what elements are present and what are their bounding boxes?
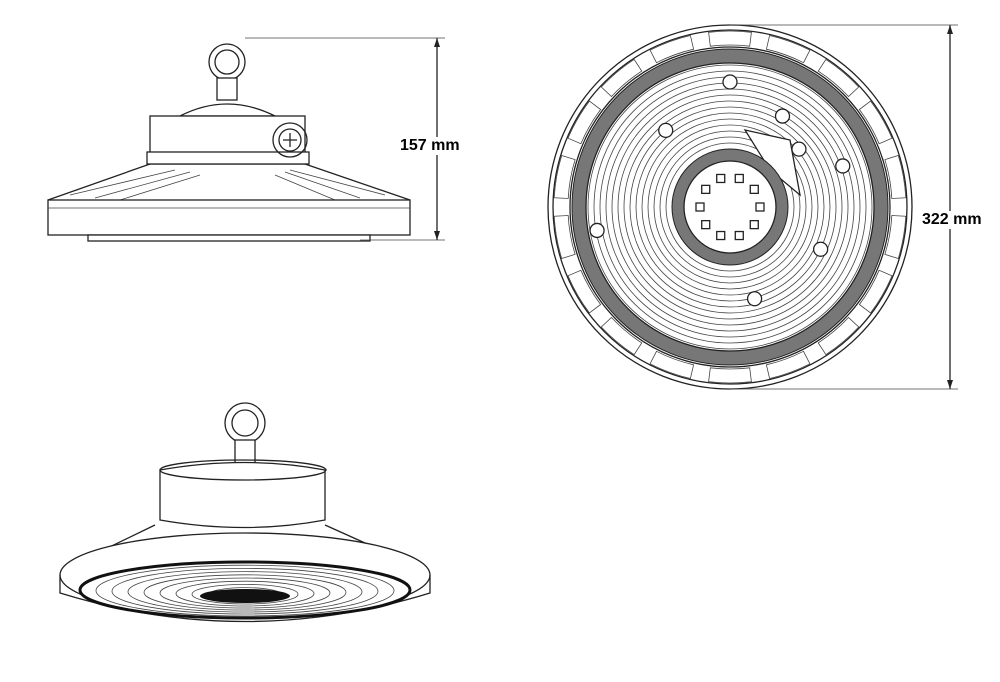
led-chip [734,173,744,184]
lens-ring [587,64,873,350]
connector [272,122,308,158]
rim-slot [649,35,695,64]
lens-ring [175,580,315,607]
rim-slot [817,58,860,98]
mount-hole [835,158,851,174]
driver-box [159,461,326,529]
diameter-dimension-label: 322 mm [920,211,984,229]
lens-ring [653,130,807,284]
led-chip [749,219,759,230]
rim-slot [765,350,811,379]
rim-slot [884,215,907,259]
led-chip [716,230,726,241]
led-chip [734,230,744,241]
lens-ring [641,118,819,296]
lens-ring [143,574,347,611]
lens-ring [647,124,813,290]
lens-ring [111,568,379,615]
mount-hole [658,122,674,139]
lens-ring [617,94,843,320]
dome [179,103,276,117]
rim-slot [600,316,643,356]
rim-slot [649,350,695,379]
rim-slot [567,100,602,145]
bottom-view [547,24,913,390]
rim-slot [708,30,752,47]
rim-slot [765,35,811,64]
lens-ring [191,584,299,605]
diameter-dimension-line [730,24,958,390]
label-plate [743,129,801,197]
led-chip [695,202,705,212]
lens-ring [659,136,801,278]
rim-slot [553,155,576,199]
mount-hole [791,141,807,157]
lens-ring [635,112,825,302]
rim-slot [884,155,907,199]
rim-slot [858,269,893,314]
led-chip [701,219,711,230]
rim-slot [858,100,893,145]
height-dimension-label: 157 mm [398,137,462,155]
eye-bolt-ring [224,402,266,444]
heatsink-flange [47,199,411,236]
lens-ring [95,564,395,617]
lens-ring [629,106,831,308]
rim-slot [817,316,860,356]
lens-ring [159,577,331,609]
led-chip [701,184,711,195]
rim-slot [567,269,602,314]
lens-ring [623,100,837,314]
lens-ring [593,70,867,344]
mount-hole [774,108,791,124]
side-view [47,43,411,242]
eye-bolt-stem [216,77,238,101]
led-chip [755,202,765,212]
rim-slot [708,367,752,384]
mount-hole [722,74,738,90]
center-hub [683,160,777,254]
mount-hole [746,291,763,307]
lens-ring [665,142,795,272]
led-chip [749,184,759,195]
perspective-view [59,402,431,623]
lens-ring [127,571,363,613]
rim-slot [553,215,576,259]
mount-hole [812,241,829,257]
led-chip [716,173,726,184]
mount-hole [589,222,605,239]
rim-slot [600,58,643,98]
